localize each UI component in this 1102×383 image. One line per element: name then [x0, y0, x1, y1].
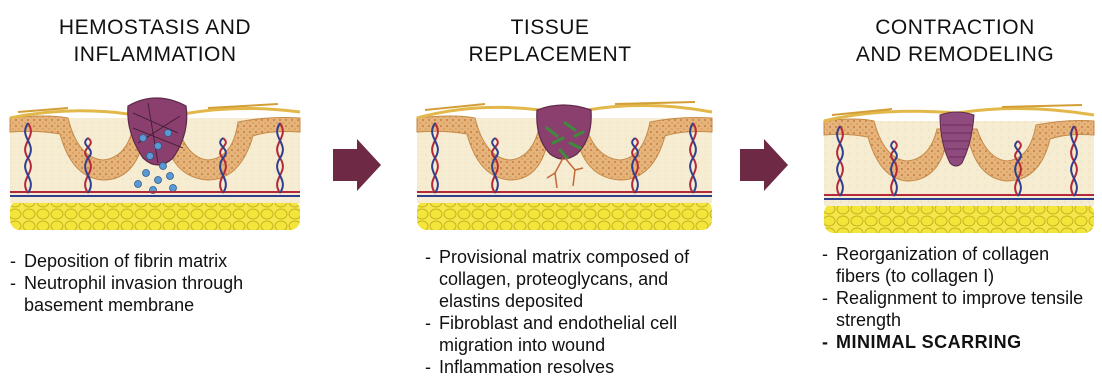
stage-title: CONTRACTION AND REMODELING — [815, 14, 1095, 68]
stage-title: HEMOSTASIS AND INFLAMMATION — [20, 14, 290, 68]
title-line: REPLACEMENT — [415, 41, 685, 68]
stage-bullets: Provisional matrix composed of collagen,… — [425, 246, 725, 378]
skin-cross-section-icon — [822, 95, 1097, 235]
right-arrow-icon — [333, 139, 381, 191]
title-line: INFLAMMATION — [20, 41, 290, 68]
stage-title: TISSUE REPLACEMENT — [415, 14, 685, 68]
stage-bullets: Reorganization of collagen fibers (to co… — [822, 243, 1097, 353]
list-item-emphasis: MINIMAL SCARRING — [822, 331, 1097, 353]
right-arrow-icon — [740, 139, 788, 191]
list-item: Neutrophil invasion through basement mem… — [10, 272, 300, 316]
list-item: Reorganization of collagen fibers (to co… — [822, 243, 1097, 287]
list-item: Provisional matrix composed of collagen,… — [425, 246, 725, 312]
list-item: Realignment to improve tensile strength — [822, 287, 1097, 331]
list-item: Deposition of fibrin matrix — [10, 250, 300, 272]
title-line: TISSUE — [415, 14, 685, 41]
skin-cross-section-icon — [415, 88, 715, 233]
stage-bullets: Deposition of fibrin matrix Neutrophil i… — [10, 250, 300, 316]
list-item: Fibroblast and endothelial cell migratio… — [425, 312, 725, 356]
list-item: Inflammation resolves — [425, 356, 725, 378]
skin-cross-section-icon — [8, 88, 303, 233]
title-line: HEMOSTASIS AND — [20, 14, 290, 41]
title-line: AND REMODELING — [815, 41, 1095, 68]
title-line: CONTRACTION — [815, 14, 1095, 41]
